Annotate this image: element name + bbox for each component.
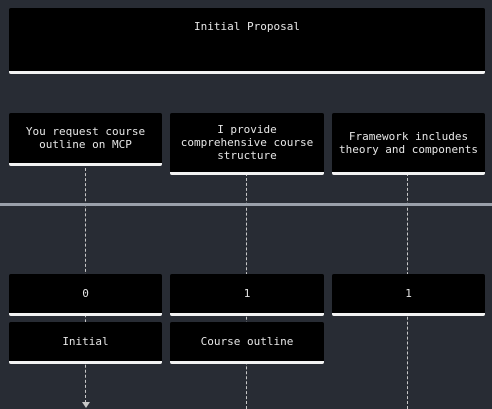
column-2-description: I provide comprehensive course structure: [170, 113, 324, 175]
column-1-label: You request course outline on MCP: [25, 125, 146, 151]
column-1-description: You request course outline on MCP: [9, 113, 162, 166]
arrow-head-icon: [82, 402, 90, 408]
column-1-state-box: Initial: [9, 322, 162, 364]
column-3-description: Framework includes theory and components: [332, 113, 485, 175]
column-3-value: 1: [405, 287, 412, 300]
column-2-value: 1: [243, 287, 251, 300]
column-3-value-box: 1: [332, 274, 485, 316]
column-1-state: Initial: [62, 335, 109, 348]
title-box: Initial Proposal: [9, 8, 485, 74]
column-2-value-box: 1: [170, 274, 324, 316]
column-3-label: Framework includes theory and components: [338, 129, 479, 156]
section-separator: [0, 203, 492, 206]
column-1-value-box: 0: [9, 274, 162, 316]
column-2-state-box: Course outline: [170, 322, 324, 364]
column-1-value: 0: [82, 287, 89, 300]
column-2-state: Course outline: [200, 335, 294, 348]
column-2-label: I provide comprehensive course structure: [180, 123, 314, 162]
diagram-title: Initial Proposal: [194, 20, 300, 33]
